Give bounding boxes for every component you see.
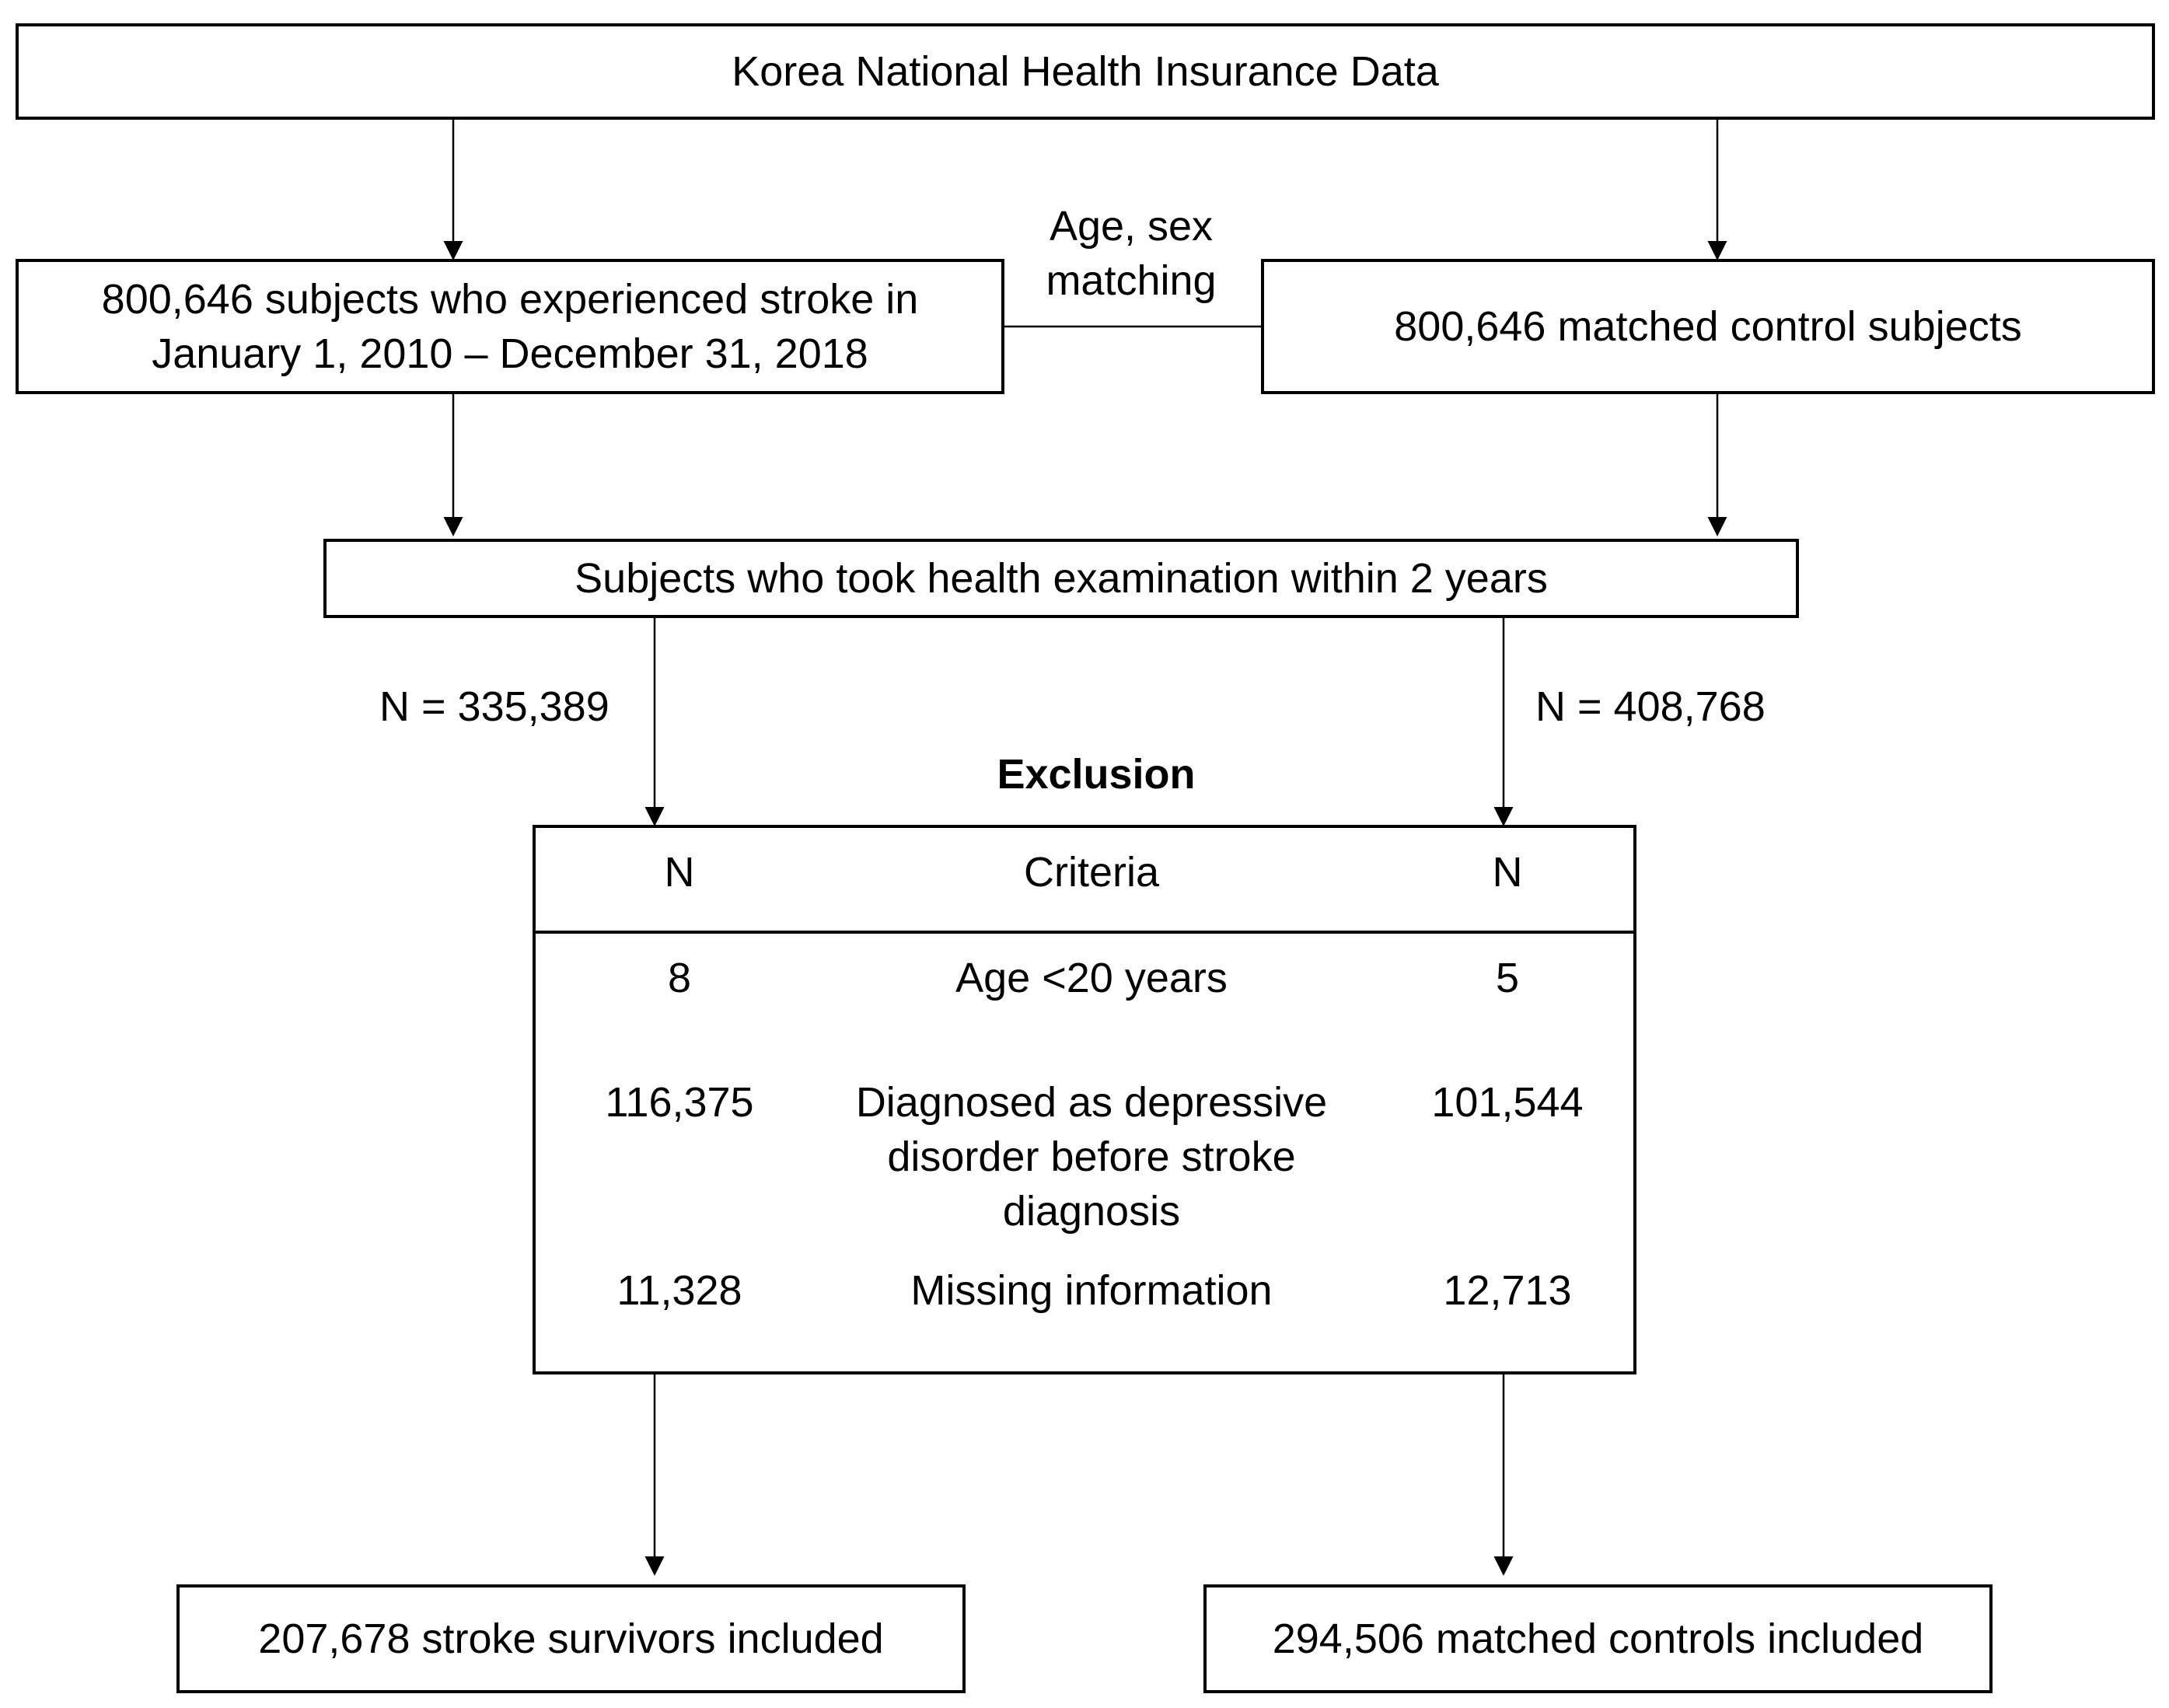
matching-label: Age, sex matching: [1046, 203, 1217, 304]
header-stroke-n: N: [664, 849, 695, 896]
row-missing-stroke-n: 11,328: [616, 1267, 742, 1314]
control-included-box: 294,506 matched controls included: [1203, 1584, 1993, 1693]
row-depression-criteria: Diagnosed as depressive disorder before …: [855, 1079, 1328, 1235]
header-criteria: Criteria: [1023, 849, 1160, 896]
row-age-stroke-n: 8: [667, 955, 692, 1001]
stroke-subjects-box: 800,646 subjects who experienced stroke …: [16, 259, 1004, 394]
health-exam-label: Subjects who took health examination wit…: [575, 555, 1548, 602]
source-box-label: Korea National Health Insurance Data: [732, 48, 1439, 95]
row-depression-control-n: 101,544: [1431, 1079, 1584, 1126]
stroke-subjects-label: 800,646 subjects who experienced stroke …: [101, 276, 919, 377]
exclusion-title: Exclusion: [997, 751, 1196, 798]
stroke-included-box: 207,678 stroke survivors included: [176, 1584, 966, 1693]
control-subjects-label: 800,646 matched control subjects: [1394, 303, 2022, 350]
header-control-n: N: [1492, 849, 1523, 896]
exclusion-header-divider: [536, 931, 1633, 934]
row-missing-control-n: 12,713: [1443, 1267, 1572, 1314]
row-age-control-n: 5: [1495, 955, 1520, 1001]
stroke-exam-count: N = 335,389: [379, 683, 609, 730]
exclusion-table: N Criteria N 8 Age <20 years 5 116,375 D…: [533, 825, 1636, 1374]
source-box: Korea National Health Insurance Data: [16, 23, 2155, 120]
health-exam-box: Subjects who took health examination wit…: [323, 539, 1799, 618]
row-depression-stroke-n: 116,375: [605, 1079, 754, 1126]
control-included-label: 294,506 matched controls included: [1272, 1615, 1924, 1662]
control-subjects-box: 800,646 matched control subjects: [1261, 259, 2155, 394]
stroke-included-label: 207,678 stroke survivors included: [258, 1615, 884, 1662]
row-age-criteria: Age <20 years: [955, 955, 1228, 1001]
row-missing-criteria: Missing information: [910, 1267, 1273, 1314]
control-exam-count: N = 408,768: [1535, 683, 1766, 730]
